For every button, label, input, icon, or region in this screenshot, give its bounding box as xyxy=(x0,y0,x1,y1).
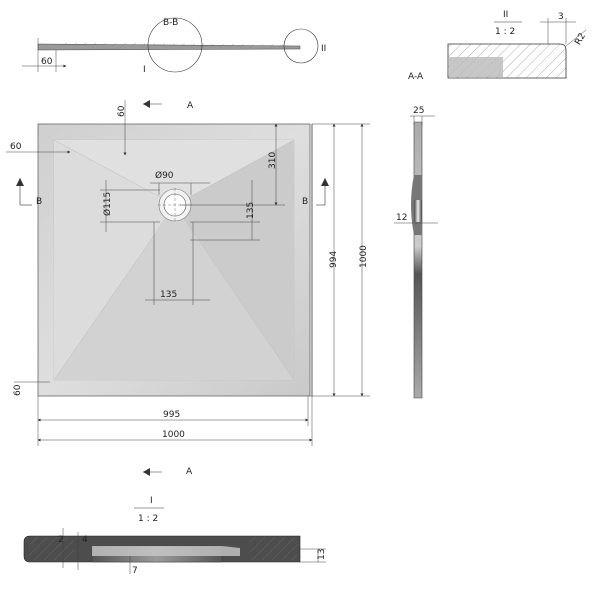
dim-995: 995 xyxy=(163,410,180,420)
detail-ii-marker: II xyxy=(321,44,326,54)
dim-1000-vertical: 1000 xyxy=(359,245,369,268)
dim-60-side-top: 60 xyxy=(117,105,127,117)
dim-7: 7 xyxy=(132,566,138,576)
section-aa-label: A-A xyxy=(408,72,424,82)
section-aa-view: 25 12 xyxy=(394,106,438,399)
dim-310: 310 xyxy=(268,152,278,169)
section-marker-a-top: A xyxy=(187,101,194,111)
dim-60-top: 60 xyxy=(41,57,53,67)
dim-3: 3 xyxy=(558,12,564,22)
dim-60-side-left: 60 xyxy=(10,142,22,152)
detail-i-marker: I xyxy=(143,65,146,75)
detail-i-label: I xyxy=(150,496,153,506)
section-bb-label: B-B xyxy=(163,18,178,28)
dim-60-side-bottom: 60 xyxy=(13,384,23,396)
dim-1000-horizontal: 1000 xyxy=(162,430,185,440)
detail-ii-label: II xyxy=(503,10,508,20)
plan-dimensions: 60 60 60 Ø90 Ø115 310 135 135 xyxy=(6,100,370,446)
dim-12: 12 xyxy=(396,213,407,223)
section-markers: A A B B xyxy=(16,100,329,477)
detail-i-circle xyxy=(147,17,203,73)
detail-ii-circle xyxy=(283,28,319,64)
section-marker-b-left: B xyxy=(36,197,42,207)
detail-ii-scale: 1 : 2 xyxy=(495,27,515,37)
dim-r2: R2 xyxy=(573,32,588,47)
dim-135-vertical: 135 xyxy=(246,202,256,219)
dim-4: 4 xyxy=(82,535,88,545)
dim-d115: Ø115 xyxy=(102,192,113,216)
dim-135-horizontal: 135 xyxy=(160,290,177,300)
detail-i-view: I 1 : 2 2 4 7 13 xyxy=(23,496,327,576)
detail-ii-view: II 1 : 2 3 R2 A-A xyxy=(408,10,588,82)
section-marker-b-right: B xyxy=(302,197,308,207)
dim-994: 994 xyxy=(329,251,339,268)
section-marker-a-bottom: A xyxy=(186,467,193,477)
dim-2: 2 xyxy=(58,535,64,545)
section-bb-view: 60 B-B I II xyxy=(22,17,326,75)
plan-view xyxy=(37,123,313,397)
detail-i-scale: 1 : 2 xyxy=(138,514,158,524)
dim-d90: Ø90 xyxy=(155,170,174,181)
dim-25: 25 xyxy=(413,106,424,116)
dim-13: 13 xyxy=(317,549,327,560)
